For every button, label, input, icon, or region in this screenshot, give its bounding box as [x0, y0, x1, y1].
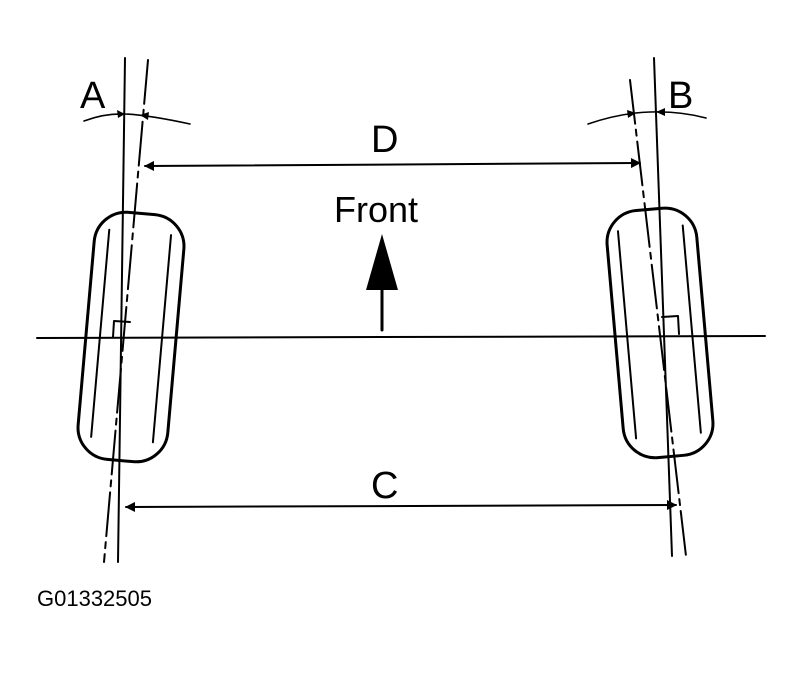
figure-code: G01332505: [37, 586, 152, 611]
left-wheel: [76, 57, 191, 563]
angle-b-arrow-right: [656, 108, 665, 116]
angle-a-arrow-left: [117, 110, 125, 118]
label-c: C: [371, 465, 398, 507]
left-tread-line-outer: [90, 228, 111, 438]
right-tread-line-outer: [616, 230, 638, 440]
left-tire-outline: [76, 210, 186, 464]
axle-line: [36, 335, 766, 339]
left-tread-line-inner: [151, 234, 173, 444]
right-wheel: [587, 57, 715, 557]
label-a: A: [80, 75, 106, 117]
right-right-angle-mark: [661, 315, 680, 335]
left-wheel-center-line: [103, 59, 149, 563]
right-tread-line-inner: [681, 224, 702, 434]
angle-a-arc: [83, 113, 191, 125]
angle-b-arc: [587, 111, 707, 125]
dimension-c-line: [125, 500, 677, 512]
left-vertical-reference-line: [117, 57, 126, 563]
angle-b-arrow-left: [627, 110, 636, 118]
label-front: Front: [334, 189, 418, 230]
angle-a-arrow-right: [140, 112, 149, 120]
front-arrow-head: [366, 234, 398, 290]
label-d: D: [371, 119, 398, 161]
right-vertical-reference-line: [653, 57, 673, 557]
right-tire-outline: [605, 206, 715, 460]
label-b: B: [668, 75, 693, 117]
dimension-d-line: [144, 158, 641, 171]
left-right-angle-mark: [112, 320, 131, 338]
